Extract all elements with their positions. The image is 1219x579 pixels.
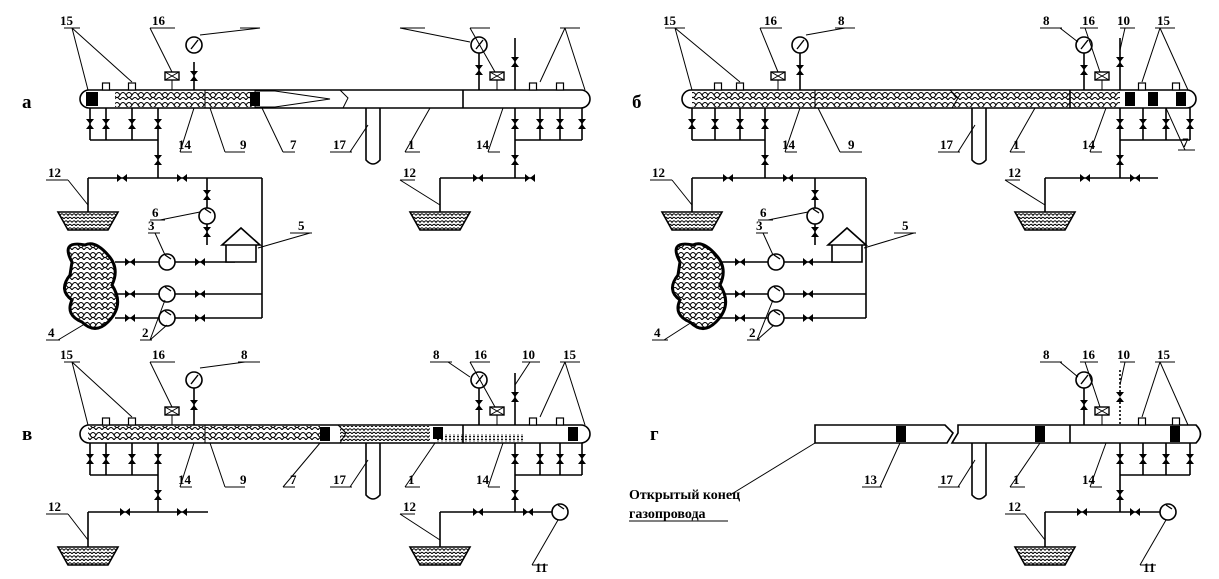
label-12: 12 xyxy=(403,499,416,514)
sensor-icon xyxy=(164,71,180,81)
panel-letter-a: а xyxy=(22,92,32,113)
label-1: 1 xyxy=(1013,137,1020,152)
label-12: 12 xyxy=(48,165,61,180)
label-15: 15 xyxy=(1157,13,1171,28)
label-2: 2 xyxy=(749,325,756,340)
label-4: 4 xyxy=(654,325,661,340)
label-16: 16 xyxy=(764,13,778,28)
label-16: 16 xyxy=(152,347,166,362)
label-15: 15 xyxy=(1157,347,1171,362)
label-11: 11 xyxy=(535,560,547,575)
label-14: 14 xyxy=(782,137,796,152)
label-12: 12 xyxy=(48,499,61,514)
label-8: 8 xyxy=(433,347,440,362)
label-3: 3 xyxy=(756,218,763,233)
label-8: 8 xyxy=(241,347,248,362)
label-14: 14 xyxy=(476,472,490,487)
label-15: 15 xyxy=(663,13,677,28)
label-3: 3 xyxy=(148,218,155,233)
panel-g: г Открытый конец газопров xyxy=(629,370,1202,566)
label-10: 10 xyxy=(1117,13,1130,28)
label-14: 14 xyxy=(1082,137,1096,152)
foam-piston xyxy=(250,92,260,106)
label-14: 14 xyxy=(1082,472,1096,487)
panel-letter-v: в xyxy=(22,424,32,445)
label-16: 16 xyxy=(1082,13,1096,28)
label-1: 1 xyxy=(408,472,415,487)
label-12: 12 xyxy=(652,165,665,180)
label-13: 13 xyxy=(864,472,878,487)
number-labels: 15 16 14 9 7 17 1 14 12 12 6 3 5 4 2 15 … xyxy=(48,13,1189,575)
label-15: 15 xyxy=(60,347,74,362)
label-9: 9 xyxy=(240,472,247,487)
label-17: 17 xyxy=(940,137,954,152)
label-14: 14 xyxy=(178,137,192,152)
label-16: 16 xyxy=(474,347,488,362)
condensate-collector xyxy=(365,108,381,165)
label-5: 5 xyxy=(298,218,305,233)
label-11: 11 xyxy=(1143,560,1155,575)
label-8: 8 xyxy=(1043,13,1050,28)
label-12: 12 xyxy=(1008,499,1021,514)
label-1: 1 xyxy=(1013,472,1020,487)
label-15: 15 xyxy=(563,347,577,362)
panel-b: б xyxy=(632,36,1197,330)
label-7: 7 xyxy=(290,472,297,487)
label-1: 1 xyxy=(408,137,415,152)
leader-lines xyxy=(46,27,1195,566)
label-5: 5 xyxy=(902,218,909,233)
plug-left xyxy=(86,92,98,106)
label-12b: 12 xyxy=(403,165,416,180)
pressure-gauge-icon xyxy=(185,36,203,54)
panel-v: в xyxy=(22,371,591,566)
label-8: 8 xyxy=(1043,347,1050,362)
caption-line1: Открытый конец xyxy=(629,488,740,503)
label-15: 15 xyxy=(60,13,74,28)
label-10: 10 xyxy=(1117,347,1130,362)
label-8: 8 xyxy=(838,13,845,28)
label-6: 6 xyxy=(152,205,159,220)
foam-unit-icon xyxy=(219,226,263,263)
label-4: 4 xyxy=(48,325,55,340)
label-17: 17 xyxy=(333,137,347,152)
pit-icon xyxy=(57,211,119,231)
panel-letter-b: б xyxy=(632,92,642,113)
label-2: 2 xyxy=(142,325,149,340)
pipeline xyxy=(79,89,591,109)
label-7: 7 xyxy=(290,137,297,152)
panel-letter-g: г xyxy=(650,424,659,445)
label-10: 10 xyxy=(522,347,535,362)
panel-a: а xyxy=(22,36,591,330)
label-7: 7 xyxy=(1182,135,1189,150)
label-9: 9 xyxy=(848,137,855,152)
label-9: 9 xyxy=(240,137,247,152)
label-14b: 14 xyxy=(476,137,490,152)
label-16: 16 xyxy=(1082,347,1096,362)
label-16: 16 xyxy=(152,13,166,28)
reservoir xyxy=(63,242,120,330)
label-17: 17 xyxy=(940,472,954,487)
label-14: 14 xyxy=(178,472,192,487)
label-6: 6 xyxy=(760,205,767,220)
label-12: 12 xyxy=(1008,165,1021,180)
foam-fill xyxy=(115,91,255,107)
pump-icon xyxy=(198,207,216,225)
label-17: 17 xyxy=(333,472,347,487)
caption-line2: газопровода xyxy=(629,507,706,522)
